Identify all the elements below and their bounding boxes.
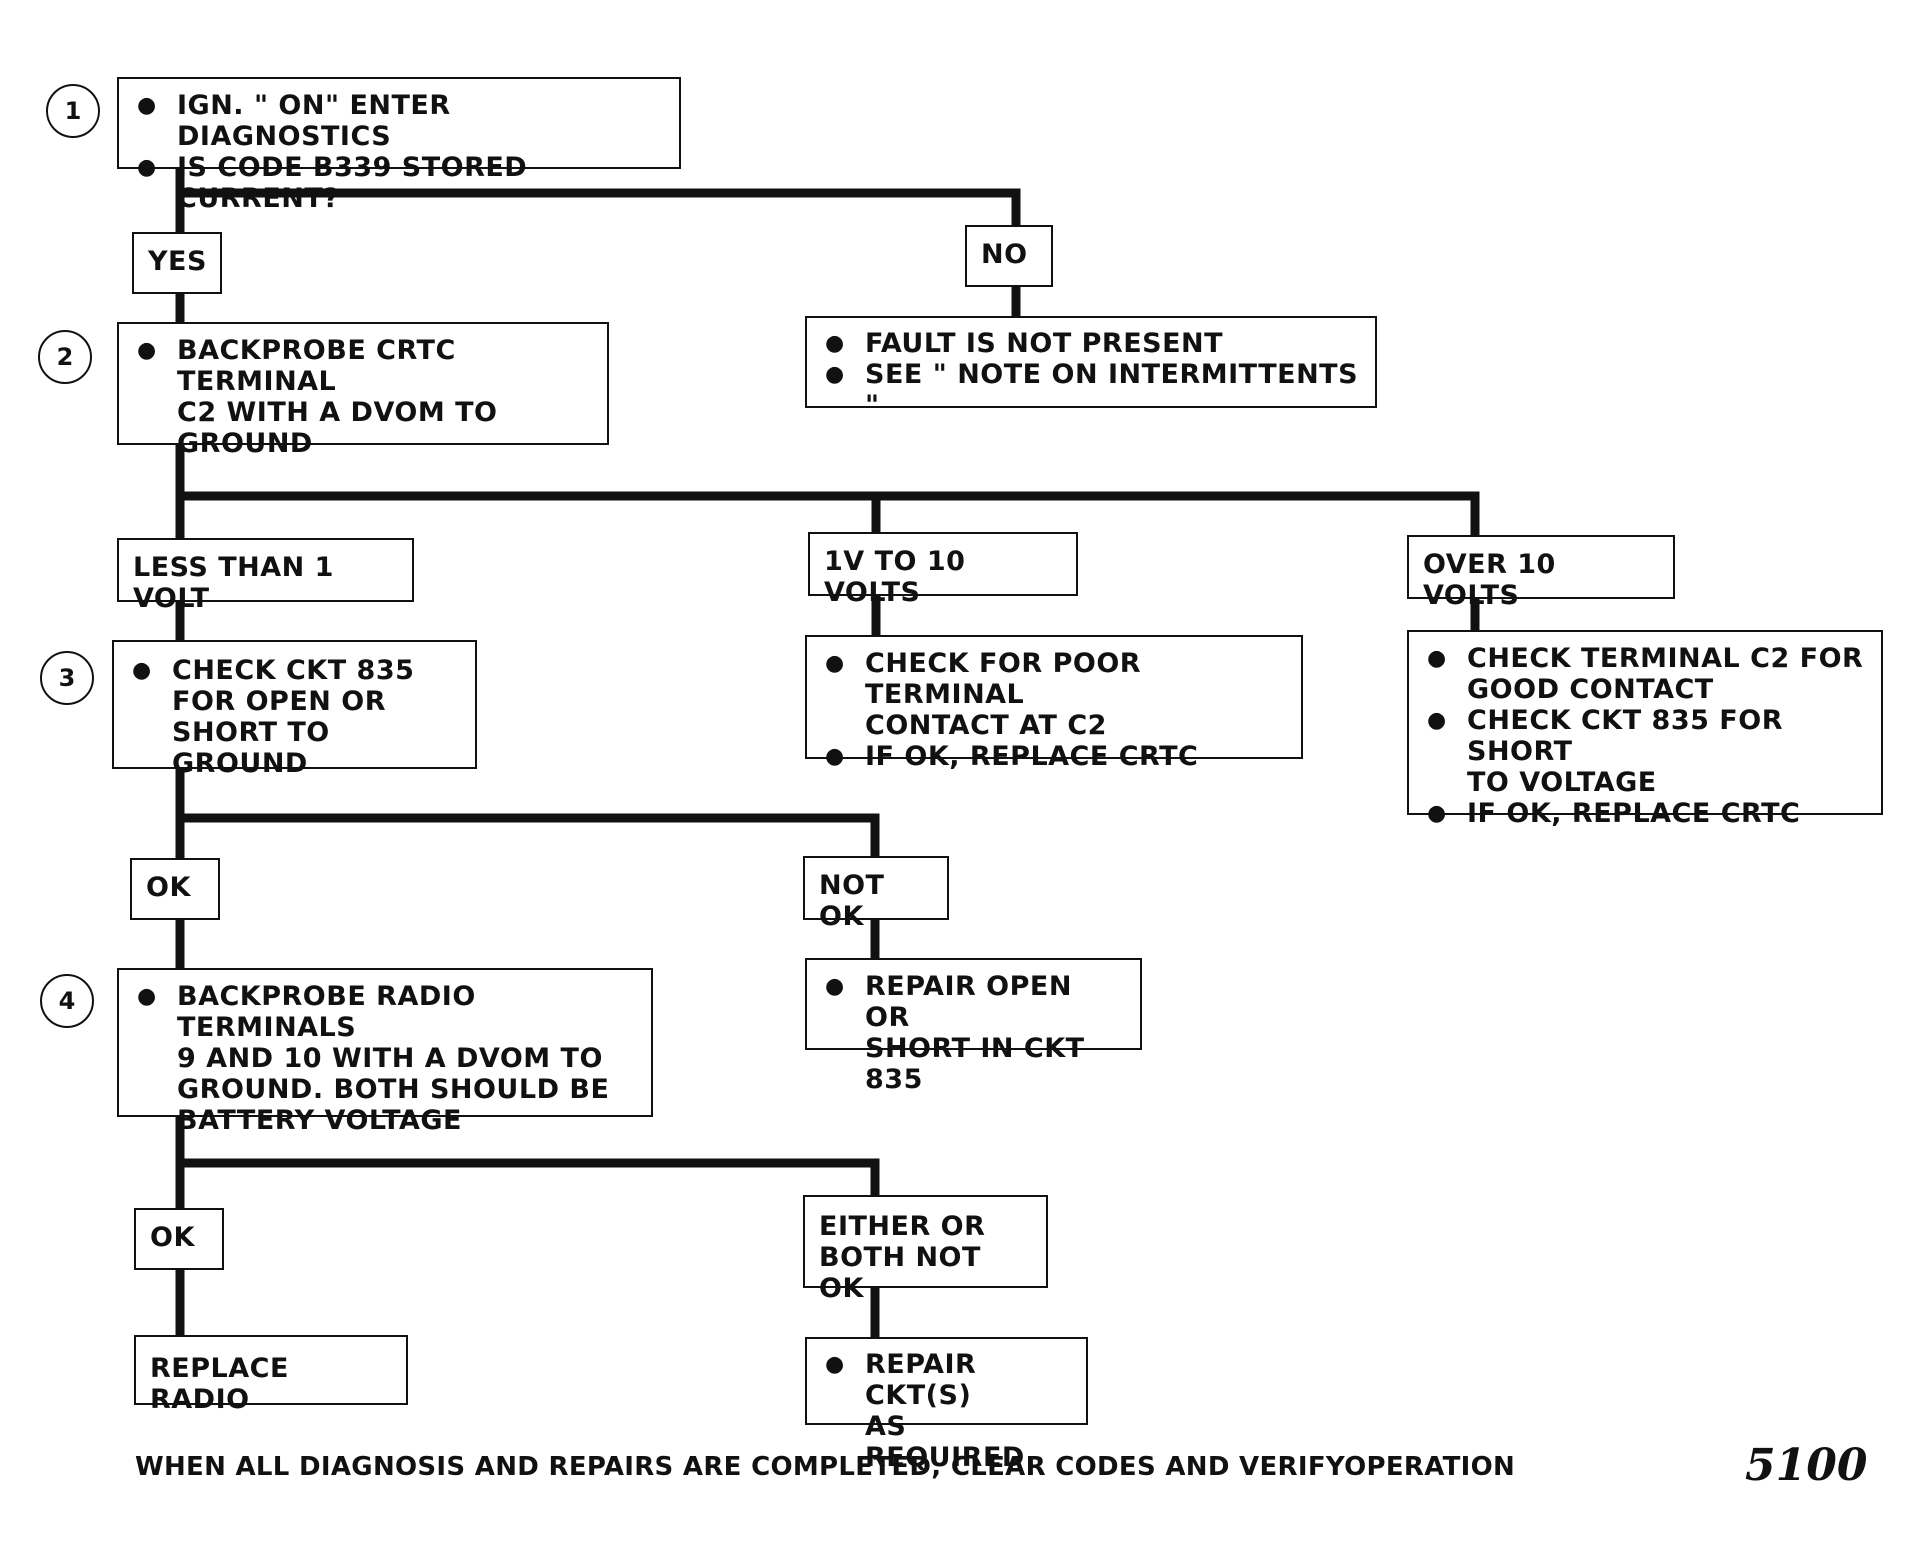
repair-action-item: REPAIR CKT(S) AS REQUIRED — [821, 1349, 1072, 1473]
repair-action-box: REPAIR CKT(S) AS REQUIRED — [805, 1337, 1088, 1473]
step-2-box: BACKPROBE CRTC TERMINAL C2 WITH A DVOM T… — [117, 322, 609, 459]
step-3-marker: 3 — [40, 651, 94, 705]
step-4-line: BATTERY VOLTAGE — [177, 1105, 462, 1136]
replace-radio-box: REPLACE RADIO — [134, 1335, 408, 1415]
step-2-item: BACKPROBE CRTC TERMINAL C2 WITH A DVOM T… — [133, 335, 593, 459]
branch-over-label: OVER 10 VOLTS — [1423, 549, 1556, 611]
not-ok-action-box: REPAIR OPEN OR SHORT IN CKT 835 — [805, 958, 1142, 1095]
replace-radio-label: REPLACE RADIO — [150, 1353, 289, 1415]
not-ok-action-line: SHORT IN CKT 835 — [865, 1033, 1085, 1095]
over-action-line: CHECK CKT 835 FOR SHORT — [1467, 705, 1783, 767]
mid-action-box: CHECK FOR POOR TERMINAL CONTACT AT C2 IF… — [805, 635, 1303, 772]
branch-mid-box: 1V TO 10 VOLTS — [808, 532, 1078, 608]
over-action-box: CHECK TERMINAL C2 FOR GOOD CONTACT CHECK… — [1407, 630, 1883, 829]
ok-label-1: OK — [146, 872, 191, 903]
branch-less-label: LESS THAN 1 VOLT — [133, 552, 334, 614]
step-3-line: FOR OPEN OR — [172, 686, 387, 717]
step-1-line: IS CODE B339 STORED CURRENT? — [177, 152, 528, 214]
mid-action-line: CHECK FOR POOR TERMINAL — [865, 648, 1142, 710]
step-1-box: IGN. " ON" ENTER DIAGNOSTICS IS CODE B33… — [117, 77, 681, 214]
over-action-line: GOOD CONTACT — [1467, 674, 1714, 705]
yes-label-box: YES — [132, 232, 222, 294]
ok-label-2-box: OK — [134, 1208, 224, 1270]
ok-label-2: OK — [150, 1222, 195, 1253]
step-3-line: SHORT TO GROUND — [172, 717, 330, 779]
step-2-line: C2 WITH A DVOM TO — [177, 397, 498, 428]
step-2-line: BACKPROBE CRTC TERMINAL — [177, 335, 456, 397]
no-action-line: SEE " NOTE ON INTERMITTENTS " — [865, 359, 1359, 421]
no-label-box: NO — [965, 225, 1053, 287]
no-label: NO — [981, 239, 1028, 270]
no-action-item: SEE " NOTE ON INTERMITTENTS " — [821, 359, 1361, 421]
over-action-item: CHECK TERMINAL C2 FOR GOOD CONTACT — [1423, 643, 1867, 705]
no-action-line: FAULT IS NOT PRESENT — [865, 328, 1224, 359]
branch-over-box: OVER 10 VOLTS — [1407, 535, 1675, 611]
step-3-line: CHECK CKT 835 — [172, 655, 415, 686]
mid-action-item: IF OK, REPLACE CRTC — [821, 741, 1287, 772]
over-action-item: IF OK, REPLACE CRTC — [1423, 798, 1867, 829]
over-action-line: IF OK, REPLACE CRTC — [1467, 798, 1801, 829]
either-label-line: BOTH NOT OK — [819, 1242, 981, 1304]
mid-action-item: CHECK FOR POOR TERMINAL CONTACT AT C2 — [821, 648, 1287, 741]
not-ok-action-line: REPAIR OPEN OR — [865, 971, 1072, 1033]
no-action-box: FAULT IS NOT PRESENT SEE " NOTE ON INTER… — [805, 316, 1377, 421]
branch-mid-label: 1V TO 10 VOLTS — [824, 546, 966, 608]
step-4-line: BACKPROBE RADIO TERMINALS — [177, 981, 476, 1043]
page-number: 5100 — [1745, 1440, 1868, 1491]
not-ok-label-box: NOT OK — [803, 856, 949, 932]
step-2-line: GROUND — [177, 428, 313, 459]
step-1-item: IS CODE B339 STORED CURRENT? — [133, 152, 665, 214]
not-ok-action-item: REPAIR OPEN OR SHORT IN CKT 835 — [821, 971, 1126, 1095]
either-label-box: EITHER OR BOTH NOT OK — [803, 1195, 1048, 1304]
no-action-item: FAULT IS NOT PRESENT — [821, 328, 1361, 359]
repair-action-line: AS REQUIRED — [865, 1411, 1025, 1473]
step-3-box: CHECK CKT 835 FOR OPEN OR SHORT TO GROUN… — [112, 640, 477, 779]
step-1-line: IGN. " ON" ENTER DIAGNOSTICS — [177, 90, 451, 152]
step-1-marker: 1 — [46, 84, 100, 138]
yes-label: YES — [148, 246, 207, 277]
step-4-box: BACKPROBE RADIO TERMINALS 9 AND 10 WITH … — [117, 968, 653, 1136]
repair-action-line: REPAIR CKT(S) — [865, 1349, 977, 1411]
not-ok-label: NOT OK — [819, 870, 885, 932]
ok-label-1-box: OK — [130, 858, 220, 920]
step-4-line: GROUND. BOTH SHOULD BE — [177, 1074, 610, 1105]
either-label-line: EITHER OR — [819, 1211, 986, 1242]
step-2-marker: 2 — [38, 330, 92, 384]
step-1-item: IGN. " ON" ENTER DIAGNOSTICS — [133, 90, 665, 152]
step-4-marker: 4 — [40, 974, 94, 1028]
branch-less-box: LESS THAN 1 VOLT — [117, 538, 414, 614]
over-action-line: CHECK TERMINAL C2 FOR — [1467, 643, 1864, 674]
mid-action-line: CONTACT AT C2 — [865, 710, 1107, 741]
mid-action-line: IF OK, REPLACE CRTC — [865, 741, 1199, 772]
step-4-line: 9 AND 10 WITH A DVOM TO — [177, 1043, 603, 1074]
step-3-item: CHECK CKT 835 FOR OPEN OR SHORT TO GROUN… — [128, 655, 461, 779]
step-4-item: BACKPROBE RADIO TERMINALS 9 AND 10 WITH … — [133, 981, 637, 1136]
over-action-line: TO VOLTAGE — [1467, 767, 1657, 798]
footer-note: WHEN ALL DIAGNOSIS AND REPAIRS ARE COMPL… — [135, 1452, 1516, 1482]
over-action-item: CHECK CKT 835 FOR SHORT TO VOLTAGE — [1423, 705, 1867, 798]
